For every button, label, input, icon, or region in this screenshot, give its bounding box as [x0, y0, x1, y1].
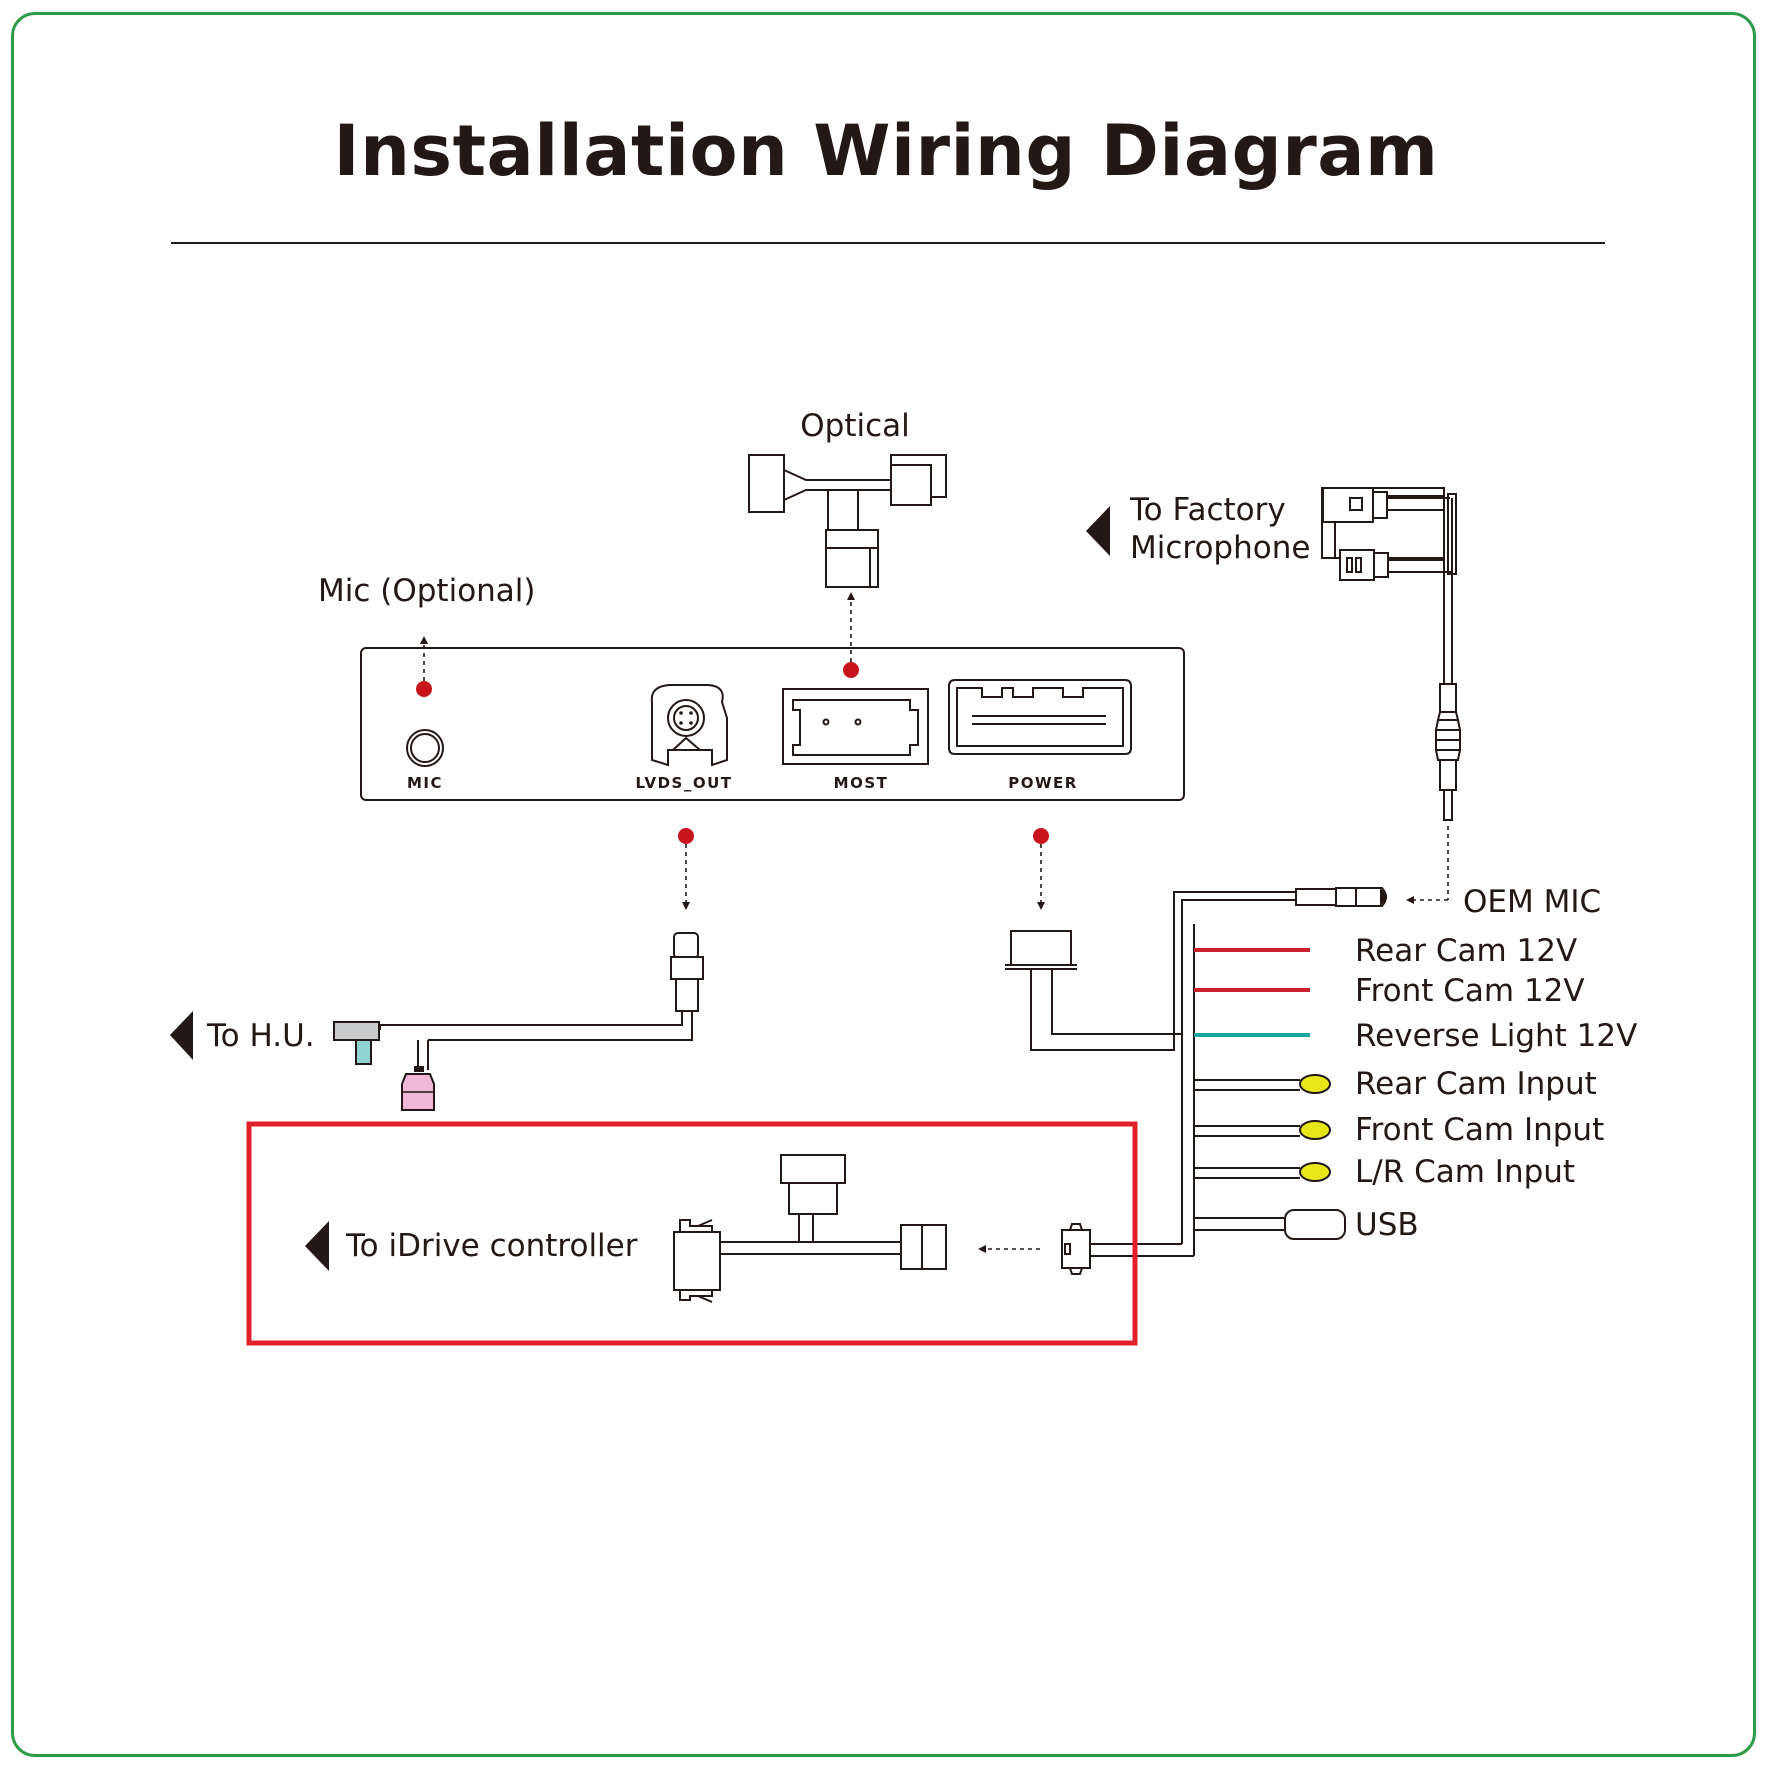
- port-label-mic: MIC: [407, 774, 443, 792]
- connection-dot-most: [843, 662, 859, 678]
- hu-cable: [333, 932, 704, 1111]
- most-port: MOST: [782, 688, 929, 792]
- mic-port: MIC: [406, 729, 444, 792]
- label-to-factory-microphone-1: To Factory: [1129, 492, 1286, 528]
- optical-connector: [748, 454, 947, 588]
- label-reverse-light-12v: Reverse Light 12V: [1355, 1018, 1637, 1054]
- label-rear-cam-input: Rear Cam Input: [1355, 1066, 1597, 1102]
- port-label-power: POWER: [1008, 774, 1078, 792]
- connection-dot-mic: [416, 681, 432, 697]
- label-lr-cam-input: L/R Cam Input: [1355, 1154, 1575, 1190]
- label-to-idrive-controller: To iDrive controller: [345, 1228, 638, 1264]
- connection-dot-lvds: [678, 828, 694, 844]
- label-optical: Optical: [800, 408, 910, 444]
- label-usb: USB: [1355, 1207, 1419, 1243]
- page-title: Installation Wiring Diagram: [333, 110, 1439, 192]
- label-front-cam-12v: Front Cam 12V: [1355, 973, 1585, 1009]
- factory-mic-connectors: [1321, 487, 1462, 821]
- arrow-icon-factory-mic: [1086, 506, 1110, 556]
- outer-frame: [11, 12, 1756, 1757]
- label-oem-mic: OEM MIC: [1463, 884, 1601, 920]
- label-mic-optional: Mic (Optional): [318, 573, 536, 609]
- port-label-lvds-out: LVDS_OUT: [635, 774, 732, 792]
- label-to-factory-microphone-2: Microphone: [1130, 530, 1310, 566]
- label-front-cam-input: Front Cam Input: [1355, 1112, 1604, 1148]
- idrive-highlight-box: [246, 1121, 1138, 1346]
- power-harness: [1005, 887, 1387, 1275]
- idrive-connector: [673, 1154, 947, 1303]
- arrow-icon-to-idrive: [305, 1221, 329, 1271]
- lvds-out-port: LVDS_OUT: [635, 684, 732, 792]
- port-label-most: MOST: [834, 774, 889, 792]
- title-divider: [171, 242, 1605, 244]
- label-rear-cam-12v: Rear Cam 12V: [1355, 933, 1577, 969]
- arrow-icon-to-hu: [170, 1011, 193, 1060]
- power-port: POWER: [948, 679, 1132, 792]
- connection-dot-power: [1033, 828, 1049, 844]
- label-to-hu: To H.U.: [206, 1018, 315, 1054]
- interface-module: MIC LVDS_OUT MOST POWER: [360, 647, 1185, 801]
